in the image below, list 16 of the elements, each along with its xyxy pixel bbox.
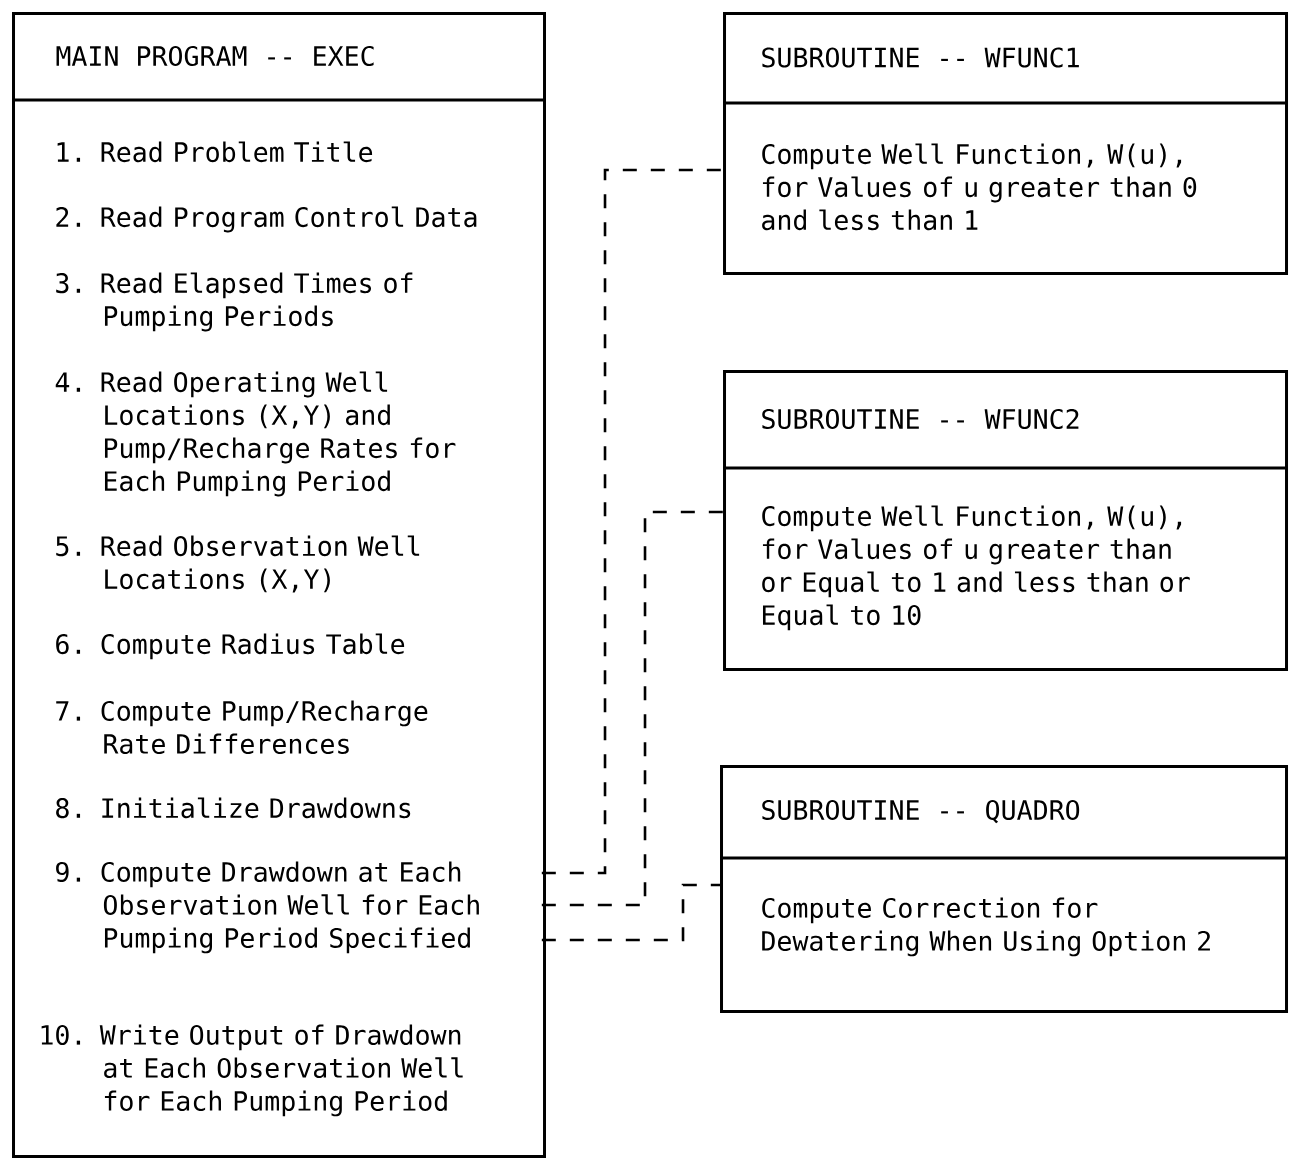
list-item: 6. Compute Radius Table [56, 633, 405, 660]
list-item: 8. Initialize Drawdowns [56, 797, 411, 819]
dashed-connector [541, 510, 723, 907]
dashed-connector [541, 883, 720, 942]
list-item: 7. Compute Pump/Recharge Rate Differences [56, 700, 428, 754]
list-item: 2. Read Program Control Data [56, 206, 477, 233]
module-box: SUBROUTINE -- WFUNC1 Compute Well Function, W(u), for Values of u greater than 0 and less than 1 [723, 12, 1288, 275]
dashed-connector [541, 168, 723, 875]
list-item: 9. Compute Drawdown at Each Observation Well for Each Pumping Period Specified [56, 861, 479, 954]
list-item: 5. Read Observation Well Locations (X,Y) [56, 535, 420, 593]
list-item: 4. Read Operating Well Locations (X,Y) and Pump/Recharge Rates for Each Pumping Period [55, 371, 456, 497]
module-box: SUBROUTINE -- QUADRO Compute Correction for Dewatering When Using Option 2 [720, 765, 1288, 1013]
list-item: 1. Read Problem Title [57, 141, 373, 163]
list-item: 10. Write Output of Drawdown at Each Observation Well for Each Pumping Period [41, 1024, 463, 1117]
module-box: SUBROUTINE -- WFUNC2 Compute Well Function, W(u), for Values of u greater than or Equal to 1 and less than or Equal to 10 [723, 370, 1288, 671]
list-item: 3. Read Elapsed Times of Pumping Periods [56, 272, 413, 332]
